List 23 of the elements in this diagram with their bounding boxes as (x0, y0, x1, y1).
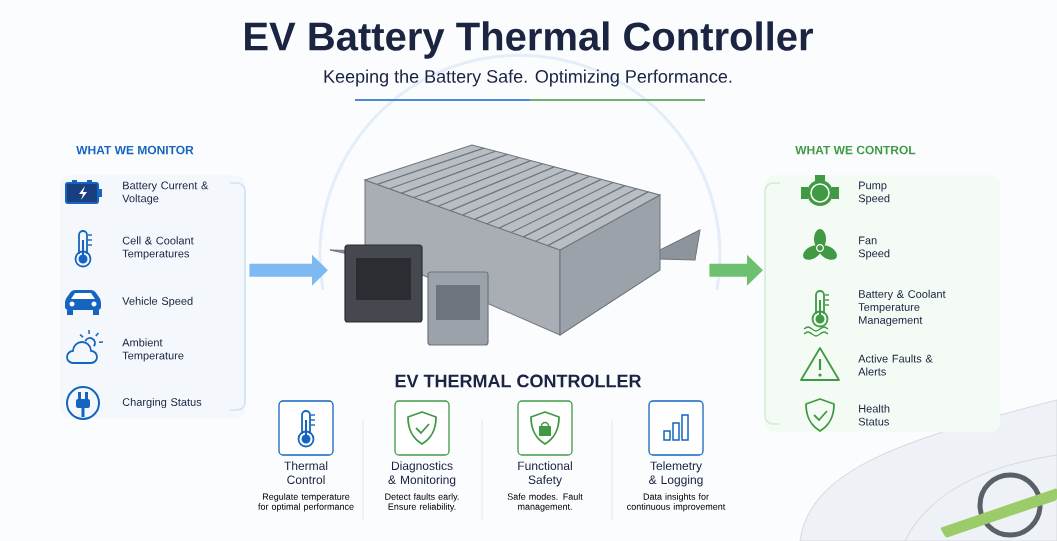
item-label: Battery & Coolant Temperature Management (858, 289, 946, 327)
card-description: Regulate temperature for optimal performance (258, 493, 354, 512)
card-description: Detect faults early. Ensure reliability. (385, 493, 459, 512)
card-description: Safe modes. Fault management. (507, 493, 583, 512)
card-title: Thermal Control (284, 461, 328, 484)
item-label: Pump Speed (858, 181, 890, 205)
card-title: Functional Safety (518, 461, 572, 487)
item-label: Charging Status (122, 397, 202, 409)
item-label: Cell & Coolant Temperatures (122, 236, 194, 260)
item-label: Health Status (858, 404, 890, 426)
item-label: Vehicle Speed (122, 296, 193, 308)
card-title: Telemetry & Logging (649, 461, 703, 487)
item-label: Active Faults & Alerts (858, 354, 933, 376)
item-label: Ambient Temperature (122, 338, 184, 362)
item-label: Fan Speed (858, 236, 890, 260)
subtitle: Keeping the Battery Safe. Optimizing Performance. (324, 69, 732, 87)
section-heading: WHAT WE CONTROL (795, 145, 916, 155)
item-label: Battery Current & Voltage (122, 181, 209, 205)
card-description: Data insights for continuous improvement (627, 493, 726, 512)
title: EV Battery Thermal Controller (245, 21, 813, 59)
section-heading: WHAT WE MONITOR (76, 145, 194, 155)
section-heading: EV THERMAL CONTROLLER (395, 374, 642, 388)
card-title: Diagnostics & Monitoring (388, 461, 456, 487)
